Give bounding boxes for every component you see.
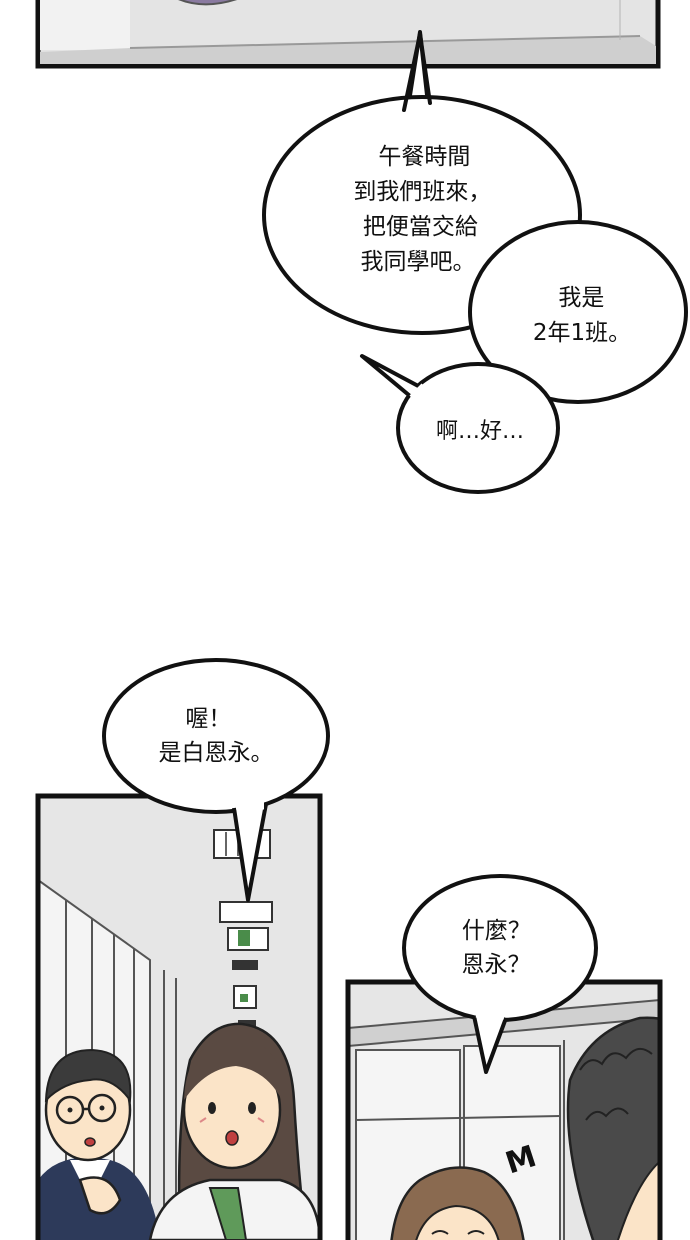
classroom-boy [566, 1016, 660, 1240]
bubble-what-line-1: 什麼？ [462, 918, 531, 944]
bubble-class-line-1: 我是 [558, 285, 604, 311]
svg-text:午餐時間 到我們班來， 把便當交給: 午餐時間 到我們班來， 把便當交給 我同學吧。 [353, 144, 498, 275]
boy-glasses [38, 1048, 160, 1240]
svg-text:喔！ 是白恩永。: 喔！ 是白恩永。 [159, 706, 274, 766]
bubble-oh-line-2: 是白恩永。 [159, 740, 274, 766]
bubble-class-line-2: 2年1班。 [533, 320, 631, 346]
classroom-girl [390, 1166, 525, 1240]
svg-text:我是 2年1班。: 我是 2年1班。 [533, 285, 631, 346]
svg-text:什麼？ 恩永？: 什麼？ 恩永？ [462, 918, 539, 978]
svg-text:啊…好…: 啊…好… [436, 419, 524, 444]
bubble-oh-line-1: 喔！ [185, 706, 231, 732]
top-panel [35, 0, 661, 69]
bubble-lunch-line-1: 午餐時間 [378, 144, 470, 170]
girl-surprised [148, 1022, 320, 1240]
panel-classroom: M [345, 979, 663, 1240]
speech-bubble-what: 什麼？ 恩永？ [402, 874, 598, 1074]
speech-bubble-oh: 喔！ 是白恩永。 [102, 658, 330, 902]
bubble-lunch-line-2: 到我們班來， [353, 179, 491, 205]
bubble-what-line-2: 恩永？ [462, 952, 531, 978]
bubble-lunch-line-4: 我同學吧。 [361, 249, 476, 275]
bubble-ok-line-1: 啊…好… [436, 419, 524, 444]
panel-hallway [35, 793, 323, 1240]
speech-bubble-class: 我是 2年1班。 [468, 220, 688, 404]
bubble-lunch-line-3: 把便當交給 [363, 214, 478, 240]
speech-bubble-ok: 啊…好… [360, 354, 560, 494]
